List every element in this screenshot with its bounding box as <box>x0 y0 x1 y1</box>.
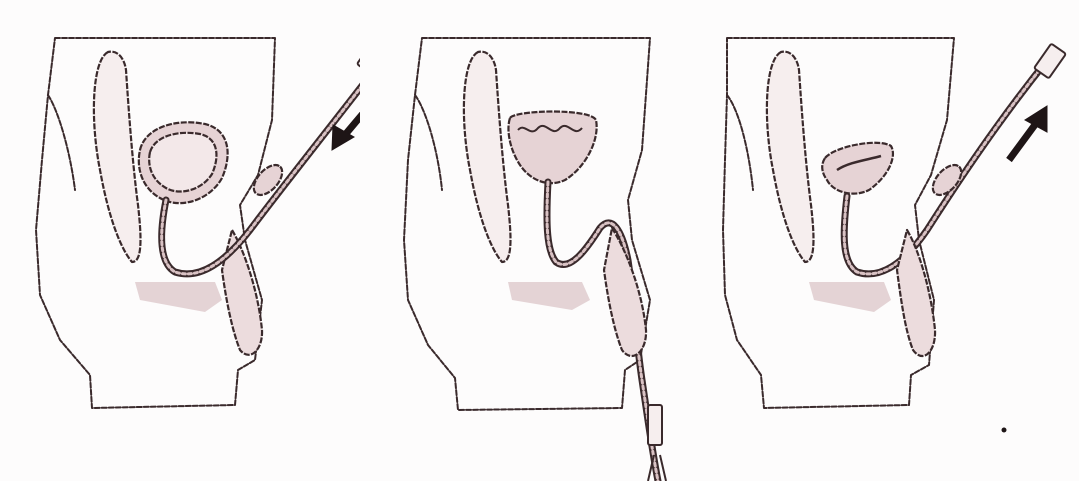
panel-removal-drawing <box>719 0 1079 481</box>
perineum-tissue <box>135 282 222 312</box>
panel-insertion-drawing <box>0 0 360 481</box>
panel-insertion <box>0 0 360 481</box>
pelvis-silhouette <box>36 38 275 408</box>
removal-arrow-icon <box>1009 106 1047 160</box>
catheter-connector <box>648 405 662 445</box>
sacrum-edge <box>727 95 753 190</box>
sacrum-edge <box>48 95 75 190</box>
pubic-bone <box>94 52 141 262</box>
panel-draining <box>360 0 720 481</box>
penis <box>897 230 935 356</box>
perineum-tissue <box>809 282 891 312</box>
panel-removal <box>719 0 1079 481</box>
ink-speck <box>1002 428 1007 433</box>
pubic-bone <box>767 52 814 262</box>
penis <box>222 230 262 355</box>
perineum-tissue <box>508 282 590 310</box>
bladder <box>508 112 596 184</box>
bladder <box>822 143 893 194</box>
sacrum-edge <box>415 95 442 190</box>
panel-draining-drawing <box>360 0 720 481</box>
pubic-bone <box>464 52 511 262</box>
